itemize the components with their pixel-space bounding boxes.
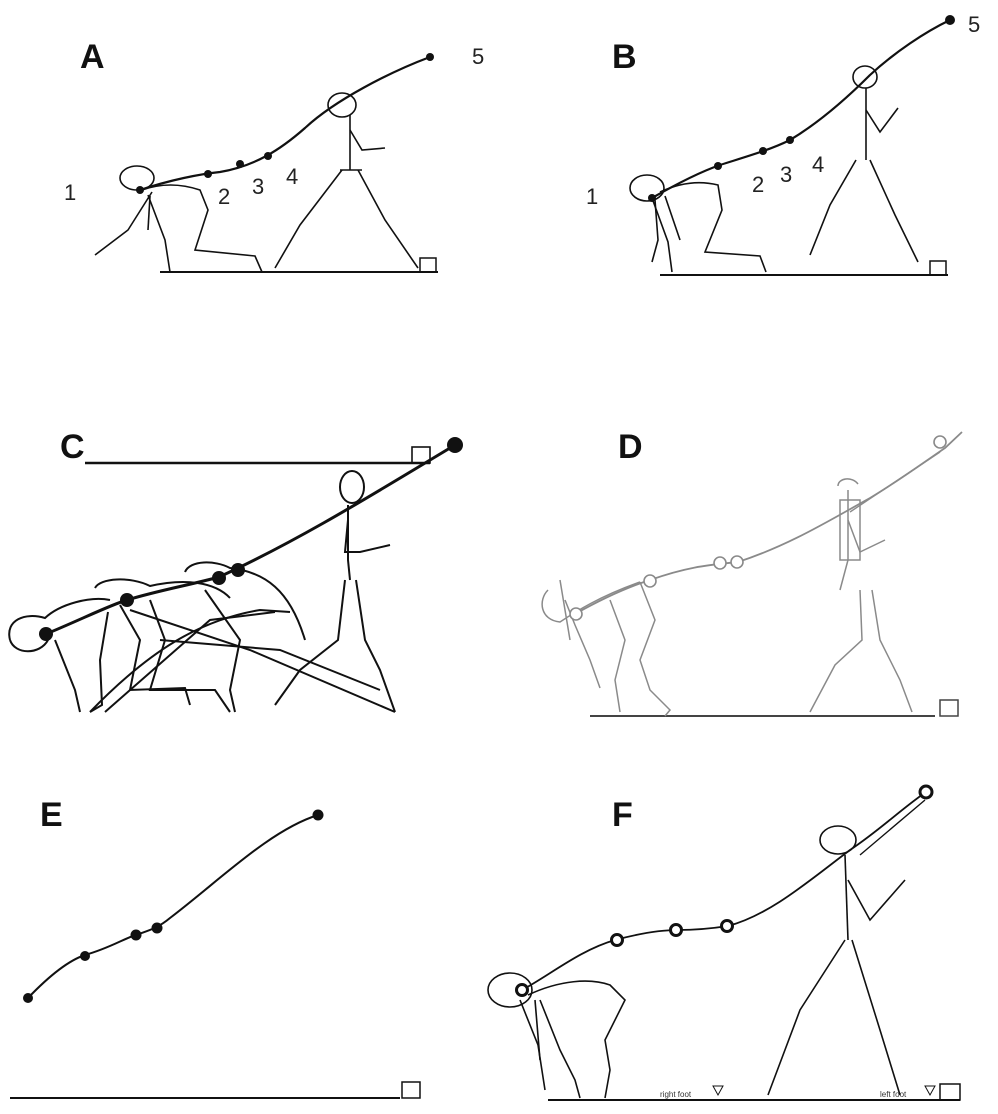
panel-e: E xyxy=(10,796,420,1098)
point-marker xyxy=(236,160,244,168)
point-label: 1 xyxy=(586,184,598,209)
point-marker xyxy=(426,53,434,61)
panel-f-label: F xyxy=(612,796,633,834)
point-marker xyxy=(722,921,733,932)
corner-box xyxy=(930,261,946,275)
point-marker xyxy=(731,556,743,568)
faint-figures xyxy=(542,479,912,716)
point-label: 3 xyxy=(780,162,792,187)
standing-figure xyxy=(768,826,905,1095)
point-marker xyxy=(204,170,212,178)
crouched-figure xyxy=(488,973,625,1098)
point-marker xyxy=(447,437,463,453)
point-marker xyxy=(152,923,163,934)
standing-figure xyxy=(810,66,918,262)
right-foot-label: right foot xyxy=(660,1090,692,1099)
trajectory-line xyxy=(28,815,318,998)
point-marker xyxy=(934,436,946,448)
trajectory-line xyxy=(860,800,925,855)
crouched-figure xyxy=(630,175,766,272)
point-label: 4 xyxy=(286,164,298,189)
point-marker xyxy=(517,985,528,996)
point-marker xyxy=(23,993,33,1003)
trajectory-line xyxy=(522,792,926,990)
point-marker xyxy=(313,810,324,821)
left-foot-label: left foot xyxy=(880,1090,907,1099)
panel-c-label: C xyxy=(60,428,85,466)
panel-f: F right foot left foot xyxy=(488,786,960,1100)
trajectory-line xyxy=(652,20,950,198)
point-marker xyxy=(231,563,245,577)
corner-box xyxy=(402,1082,420,1098)
panel-d: D xyxy=(542,428,962,716)
point-marker xyxy=(212,571,226,585)
panel-d-label: D xyxy=(618,428,643,466)
point-marker xyxy=(136,186,144,194)
corner-box xyxy=(420,258,436,272)
point-label: 4 xyxy=(812,152,824,177)
point-marker xyxy=(612,935,623,946)
point-label: 5 xyxy=(472,44,484,69)
point-label: 3 xyxy=(252,174,264,199)
point-marker xyxy=(264,152,272,160)
panel-b: B 1 2 3 4 5 xyxy=(586,12,980,275)
panel-a-label: A xyxy=(80,38,105,76)
foot-marker-icon xyxy=(713,1086,723,1095)
point-marker xyxy=(131,930,142,941)
point-marker xyxy=(120,593,134,607)
foot-marker-icon xyxy=(925,1086,935,1095)
point-marker xyxy=(648,194,656,202)
crouched-figure xyxy=(95,166,262,272)
point-label: 2 xyxy=(218,184,230,209)
point-label: 2 xyxy=(752,172,764,197)
trajectory-line xyxy=(850,452,940,512)
corner-box xyxy=(940,700,958,716)
point-marker xyxy=(786,136,794,144)
panel-e-label: E xyxy=(40,796,63,834)
point-marker xyxy=(570,608,582,620)
corner-box xyxy=(940,1084,960,1100)
trajectory-line xyxy=(46,445,455,634)
point-label: 5 xyxy=(968,12,980,37)
point-marker xyxy=(714,557,726,569)
point-marker xyxy=(759,147,767,155)
point-marker xyxy=(39,627,53,641)
point-label: 1 xyxy=(64,180,76,205)
trajectory-line xyxy=(140,57,430,190)
point-marker xyxy=(671,925,682,936)
point-marker xyxy=(80,951,90,961)
point-marker xyxy=(644,575,656,587)
point-marker xyxy=(920,786,932,798)
panel-a: A 1 2 3 4 5 xyxy=(64,38,484,272)
panel-c: C xyxy=(9,428,463,712)
overlaid-figures xyxy=(9,471,395,712)
point-marker xyxy=(714,162,722,170)
panel-b-label: B xyxy=(612,38,637,76)
point-marker xyxy=(945,15,955,25)
